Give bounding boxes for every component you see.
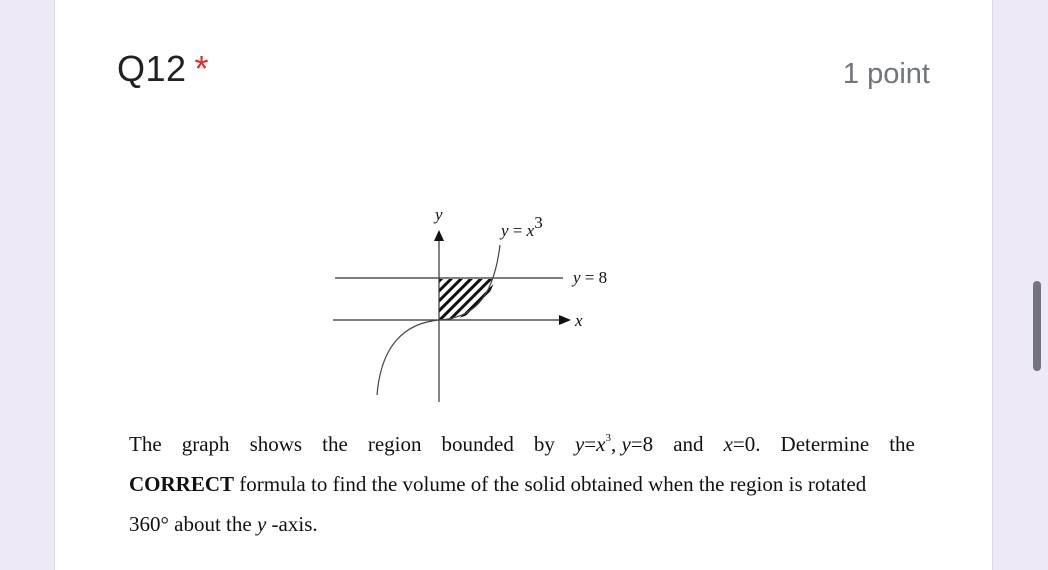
x-axis-arrow-icon — [559, 315, 571, 325]
scrollbar-thumb[interactable] — [1033, 281, 1041, 371]
question-text-line-2: CORRECT formula to find the volume of th… — [129, 472, 867, 496]
points-label: 1 point — [842, 58, 930, 90]
question-text-line-3: 360° about the y -axis. — [129, 512, 318, 536]
question-card: Q12* 1 point — [54, 0, 993, 570]
line-label: y = 8 — [571, 268, 607, 287]
x-axis-label: x — [574, 311, 583, 330]
y-axis-label: y — [433, 205, 443, 224]
question-text: The graph shows the region bounded by y=… — [129, 424, 915, 544]
question-figure: y x y = x3 y = 8 — [325, 195, 625, 410]
required-asterisk: * — [194, 48, 210, 89]
equation-x0: x=0. — [723, 432, 761, 456]
question-title: Q12* — [117, 48, 209, 90]
equation-curve: y=x3, y=8 — [574, 432, 654, 456]
question-text-line-1: The graph shows the region bounded by y=… — [129, 424, 915, 464]
cubic-curve — [376, 244, 501, 396]
y-axis-arrow-icon — [434, 230, 444, 241]
question-number: Q12 — [117, 48, 187, 89]
curve-label: y = x3 — [499, 213, 543, 240]
